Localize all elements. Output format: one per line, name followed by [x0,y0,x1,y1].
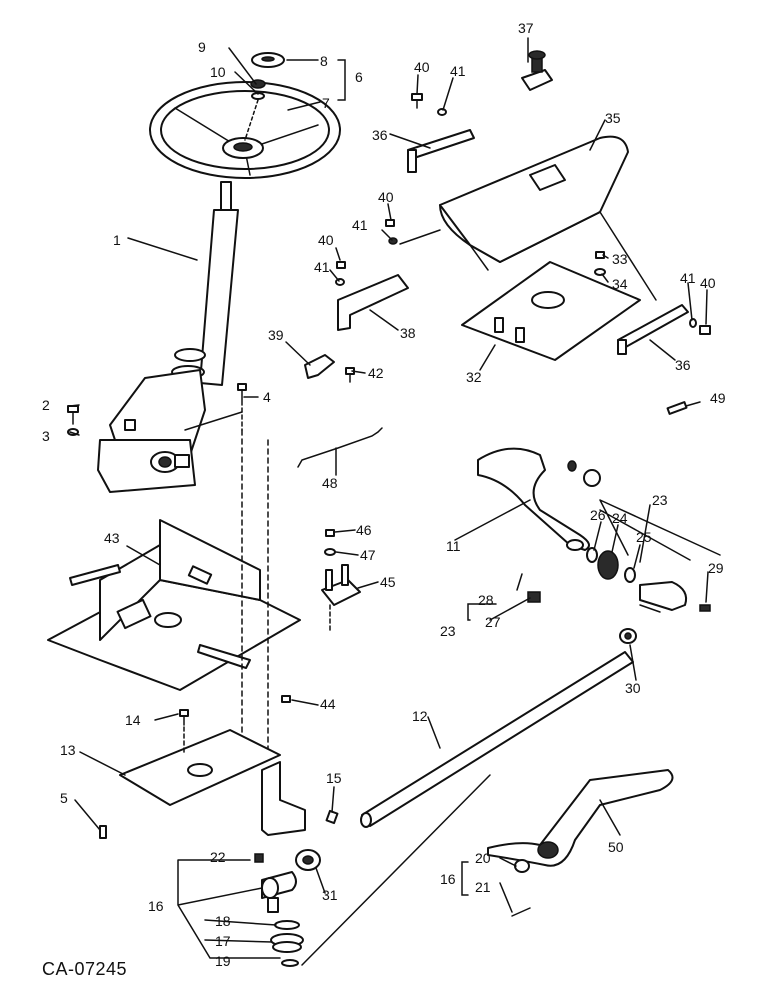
callout-7: 7 [322,95,330,111]
callout-40d: 40 [700,275,716,291]
callout-25: 25 [636,529,652,545]
bolts-and-washers [335,93,711,415]
bracket-45 [321,529,361,606]
callout-41d: 41 [680,270,696,286]
shift-knob [521,50,553,91]
callout-40c: 40 [318,232,334,248]
callout-4: 4 [263,389,271,405]
callout-44: 44 [320,696,336,712]
callout-27: 27 [485,614,501,630]
callout-41c: 41 [314,259,330,275]
ball-joint [254,849,321,967]
callout-34: 34 [612,276,628,292]
callout-40b: 40 [378,189,394,205]
support-bracket-top [407,129,475,173]
callout-50: 50 [608,839,624,855]
callout-5: 5 [60,790,68,806]
callout-39: 39 [268,327,284,343]
callout-11: 11 [446,538,461,554]
callout-1: 1 [113,232,121,248]
callout-24: 24 [612,510,628,526]
mount-plate [99,695,339,839]
callout-15: 15 [326,770,342,786]
callout-13: 13 [60,742,76,758]
steering-column [171,181,239,386]
callout-6: 6 [355,69,363,85]
callout-12: 12 [412,708,428,724]
cotter-pin-nut [511,859,531,917]
callout-31: 31 [322,887,338,903]
callout-49: 49 [710,390,726,406]
callout-22: 22 [210,849,226,865]
pitman-arm [477,447,601,551]
callout-9: 9 [198,39,206,55]
console-plate [461,261,641,361]
callout-10: 10 [210,64,226,80]
console-cover [439,135,629,263]
callout-48: 48 [322,475,338,491]
callout-37: 37 [518,20,534,36]
steering-arm [487,769,674,867]
callout-47: 47 [360,547,376,563]
callout-38: 38 [400,325,416,341]
callout-19: 19 [215,953,231,969]
callout-36a: 36 [372,127,388,143]
callout-29: 29 [708,560,724,576]
steering-wheel [149,81,341,179]
mounting-bracket [337,274,409,331]
callout-40a: 40 [414,59,430,75]
callout-16a: 16 [148,898,164,914]
floor-plate [47,519,301,691]
drawing-code: CA-07245 [42,959,127,979]
callout-17: 17 [215,933,231,949]
callouts: 1 2 3 4 5 6 7 8 9 10 11 12 13 14 15 16 1… [42,20,726,969]
callout-23b: 23 [440,623,456,639]
callout-41a: 41 [450,63,466,79]
callout-46: 46 [356,522,372,538]
callout-21: 21 [475,879,491,895]
callout-32: 32 [466,369,482,385]
callout-42: 42 [368,365,384,381]
callout-18: 18 [215,913,231,929]
control-rod [297,427,383,468]
callout-14: 14 [125,712,141,728]
callout-35: 35 [605,110,621,126]
steering-gearbox [97,369,206,493]
support-bracket-right [617,304,689,355]
callout-36b: 36 [675,357,691,373]
leader-lines [69,37,721,959]
callout-41b: 41 [352,217,368,233]
callout-3: 3 [42,428,50,444]
callout-23a: 23 [652,492,668,508]
callout-26: 26 [590,507,606,523]
callout-28: 28 [478,592,494,608]
callout-30: 30 [625,680,641,696]
tie-rod-end [516,547,711,613]
callout-2: 2 [42,397,50,413]
horn-cap [251,52,285,68]
callout-16b: 16 [440,871,456,887]
callout-8: 8 [320,53,328,69]
callout-45: 45 [380,574,396,590]
callout-20: 20 [475,850,491,866]
small-bracket [304,354,335,379]
callout-43: 43 [104,530,120,546]
callout-33: 33 [612,251,628,267]
